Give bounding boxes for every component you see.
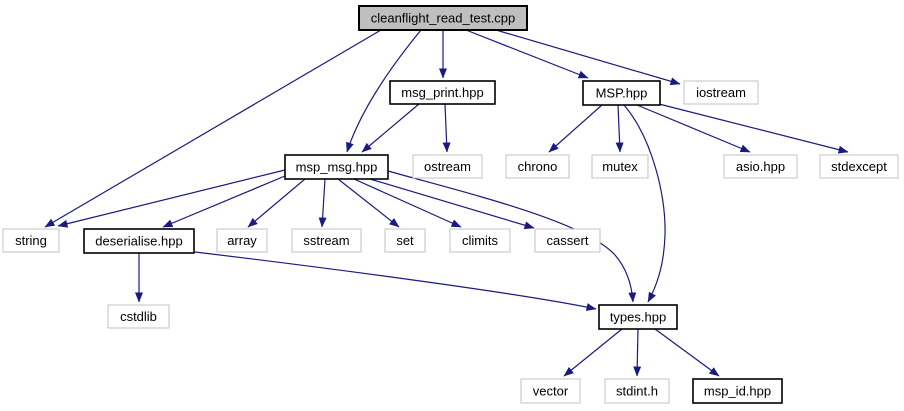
node-label-iostream: iostream	[696, 85, 746, 100]
node-box-array	[216, 228, 268, 253]
edge-MSP-to-stdexcept	[658, 103, 849, 154]
edge-msp_msg-to-climits	[353, 178, 462, 228]
edge-deserialise-to-types	[194, 251, 597, 311]
node-box-asio	[723, 154, 798, 179]
node-iostream: iostream	[683, 80, 759, 105]
node-vector: vector	[520, 378, 581, 404]
node-label-cassert: cassert	[547, 233, 589, 248]
node-chrono: chrono	[505, 154, 570, 179]
node-label-ostream: ostream	[424, 159, 471, 174]
node-array: array	[216, 228, 268, 253]
node-box-types[interactable]	[598, 304, 678, 330]
edge-msp_msg-to-string	[57, 169, 286, 228]
node-ostream: ostream	[412, 154, 483, 179]
node-stdexcept: stdexcept	[819, 154, 899, 179]
node-box-msg_print[interactable]	[389, 80, 496, 105]
edge-types-to-msp_id	[654, 328, 720, 377]
edge-cleanflight_read_test-to-string	[44, 29, 382, 228]
edge-cleanflight_read_test-to-iostream	[495, 29, 681, 86]
node-deserialise[interactable]: deserialise.hpp	[83, 228, 195, 254]
node-label-mutex: mutex	[602, 159, 638, 174]
node-label-stdint: stdint.h	[616, 384, 658, 399]
node-box-stdint	[604, 378, 670, 404]
node-label-msp_msg: msp_msg.hpp	[296, 160, 378, 175]
edge-types-to-stdint	[633, 328, 642, 377]
node-box-ostream	[412, 154, 483, 179]
node-label-cstdlib: cstdlib	[120, 309, 157, 324]
edge-msp_msg-to-cassert	[369, 178, 535, 230]
edge-MSP-to-chrono	[548, 104, 603, 153]
node-label-vector: vector	[533, 384, 569, 399]
node-label-set: set	[396, 233, 414, 248]
edge-msp_msg-to-array	[247, 178, 306, 228]
node-sstream: sstream	[291, 228, 362, 253]
node-box-set	[384, 228, 426, 253]
edge-cleanflight_read_test-to-msp_msg	[346, 29, 422, 153]
node-MSP[interactable]: MSP.hpp	[582, 80, 661, 106]
node-label-sstream: sstream	[303, 233, 349, 248]
node-box-string	[2, 228, 60, 253]
edges-layer	[44, 29, 849, 377]
node-mutex: mutex	[591, 154, 649, 179]
edge-cleanflight_read_test-to-MSP	[465, 29, 589, 79]
node-stdint: stdint.h	[604, 378, 670, 404]
node-box-MSP[interactable]	[582, 80, 661, 106]
node-box-iostream	[683, 80, 759, 105]
node-box-msp_msg[interactable]	[284, 154, 389, 180]
node-box-cassert	[534, 228, 601, 253]
node-label-chrono: chrono	[518, 159, 558, 174]
node-label-types: types.hpp	[610, 310, 666, 325]
node-cstdlib: cstdlib	[107, 304, 170, 329]
edge-msp_msg-to-set	[337, 178, 400, 228]
node-msg_print[interactable]: msg_print.hpp	[389, 80, 496, 105]
node-box-cstdlib	[107, 304, 170, 329]
node-box-msp_id[interactable]	[692, 378, 783, 404]
node-box-mutex	[591, 154, 649, 179]
edge-MSP-to-types	[623, 104, 666, 303]
node-msp_msg[interactable]: msp_msg.hpp	[284, 154, 389, 180]
node-string: string	[2, 228, 60, 253]
node-box-cleanflight_read_test	[358, 5, 528, 31]
node-types[interactable]: types.hpp	[598, 304, 678, 330]
node-box-stdexcept	[819, 154, 899, 179]
node-label-msp_id: msp_id.hpp	[704, 384, 771, 399]
edge-msp_msg-to-deserialise	[162, 175, 286, 228]
node-msp_id[interactable]: msp_id.hpp	[692, 378, 783, 404]
node-cassert: cassert	[534, 228, 601, 253]
node-label-msg_print: msg_print.hpp	[401, 85, 483, 100]
node-label-deserialise: deserialise.hpp	[95, 234, 182, 249]
node-box-sstream	[291, 228, 362, 253]
node-set: set	[384, 228, 426, 253]
node-box-deserialise[interactable]	[83, 228, 195, 254]
node-label-MSP: MSP.hpp	[596, 86, 648, 101]
node-box-vector	[520, 378, 581, 404]
node-box-chrono	[505, 154, 570, 179]
edge-MSP-to-mutex	[615, 104, 624, 153]
nodes-layer: cleanflight_read_test.cpp msg_print.hpp MS…	[2, 5, 899, 404]
node-cleanflight_read_test: cleanflight_read_test.cpp	[358, 5, 528, 31]
node-label-string: string	[15, 233, 47, 248]
edge-msg_print-to-ostream	[442, 103, 451, 153]
edge-MSP-to-asio	[636, 104, 751, 153]
edge-types-to-vector	[563, 328, 623, 377]
node-label-cleanflight_read_test: cleanflight_read_test.cpp	[371, 11, 516, 26]
node-label-asio: asio.hpp	[736, 159, 785, 174]
node-label-climits: climits	[462, 233, 499, 248]
node-label-array: array	[227, 233, 257, 248]
node-asio: asio.hpp	[723, 154, 798, 179]
node-box-climits	[449, 228, 511, 253]
node-climits: climits	[449, 228, 511, 253]
edge-msg_print-to-msp_msg	[361, 103, 420, 153]
node-label-stdexcept: stdexcept	[831, 159, 887, 174]
edge-msp_msg-to-sstream	[318, 178, 327, 228]
